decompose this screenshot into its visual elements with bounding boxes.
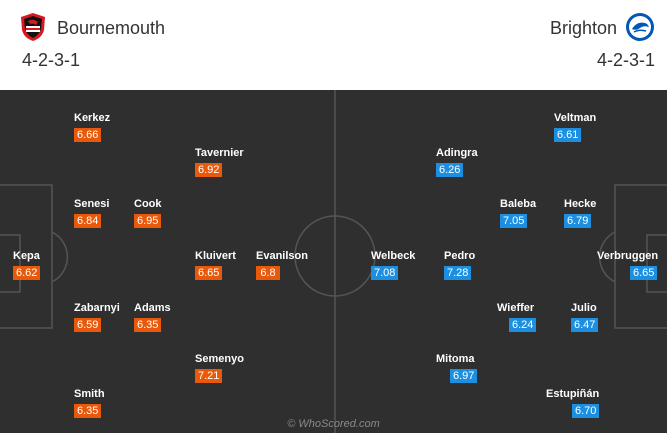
home-formation: 4-2-3-1: [22, 50, 81, 70]
match-header: Bournemouth 4-2-3-1 Brighton 4-2-3-1: [0, 0, 667, 90]
player-rating: 6.79: [564, 214, 592, 228]
player-away-adingra[interactable]: Adingra 6.26: [436, 147, 478, 178]
player-rating: 6.62: [13, 266, 41, 280]
player-rating: 6.47: [571, 318, 599, 332]
player-away-estupinan[interactable]: Estupiñán 6.70: [546, 388, 600, 419]
player-name: Smith: [74, 388, 105, 400]
player-rating: 6.95: [134, 214, 162, 228]
player-name: Mitoma: [436, 353, 475, 365]
player-rating: 6.97: [450, 369, 478, 383]
player-name: Baleba: [500, 198, 537, 210]
player-rating: 7.28: [444, 266, 472, 280]
player-home-kerkez[interactable]: Kerkez 6.66: [74, 112, 110, 143]
player-name: Evanilson: [256, 250, 308, 262]
player-name: Senesi: [74, 198, 110, 210]
player-home-zabarnyi[interactable]: Zabarnyi 6.59: [74, 302, 120, 333]
player-away-veltman[interactable]: Veltman 6.61: [554, 112, 596, 143]
player-home-tavernier[interactable]: Tavernier 6.92: [195, 147, 244, 178]
player-rating: 6.84: [74, 214, 102, 228]
player-rating: 6.35: [134, 318, 162, 332]
whoscored-watermark: © WhoScored.com: [287, 418, 380, 430]
home-team-name: Bournemouth: [57, 18, 166, 38]
player-name: Pedro: [444, 250, 476, 262]
player-home-cook[interactable]: Cook 6.95: [134, 198, 162, 229]
player-away-mitoma[interactable]: Mitoma 6.97: [436, 353, 478, 384]
player-name: Tavernier: [195, 147, 244, 159]
player-name: Adams: [134, 302, 171, 314]
player-rating: 6.70: [572, 404, 600, 418]
player-rating: 6.65: [630, 266, 658, 280]
player-rating: 6.61: [554, 128, 582, 142]
player-name: Julio: [571, 302, 597, 314]
player-home-adams[interactable]: Adams 6.35: [134, 302, 171, 333]
away-team-name: Brighton: [549, 18, 617, 38]
player-rating: 6.24: [509, 318, 537, 332]
player-name: Kepa: [13, 250, 40, 262]
player-name: Cook: [134, 198, 162, 210]
player-away-wieffer[interactable]: Wieffer 6.24: [497, 302, 537, 333]
player-home-semenyo[interactable]: Semenyo 7.21: [195, 353, 244, 384]
away-formation: 4-2-3-1: [596, 50, 655, 70]
bournemouth-crest-icon: [21, 13, 45, 41]
player-name: Adingra: [436, 147, 478, 159]
player-rating: 7.05: [500, 214, 528, 228]
player-home-kepa[interactable]: Kepa 6.62: [13, 250, 41, 281]
player-away-baleba[interactable]: Baleba 7.05: [500, 198, 536, 229]
player-name: Verbruggen: [597, 250, 659, 262]
player-home-evanilson[interactable]: Evanilson 6.8: [256, 250, 308, 281]
player-rating: 6.8: [256, 266, 280, 280]
pitch: Kerkez 6.66 Tavernier 6.92 Senesi 6.84 C…: [0, 90, 667, 433]
player-name: Zabarnyi: [74, 302, 120, 314]
pitch-lines: [0, 90, 667, 433]
player-rating: 6.26: [436, 163, 464, 177]
player-away-hecke[interactable]: Hecke 6.79: [564, 198, 596, 229]
player-name: Kerkez: [74, 112, 111, 124]
player-rating: 6.35: [74, 404, 102, 418]
brighton-crest-icon: [626, 13, 654, 41]
player-rating: 7.21: [195, 369, 223, 383]
player-rating: 6.59: [74, 318, 102, 332]
player-home-smith[interactable]: Smith 6.35: [74, 388, 105, 419]
player-home-kluivert[interactable]: Kluivert 6.65: [195, 250, 236, 281]
player-away-verbruggen[interactable]: Verbruggen 6.65: [597, 250, 658, 281]
player-name: Welbeck: [371, 250, 416, 262]
player-name: Hecke: [564, 198, 597, 210]
player-name: Kluivert: [195, 250, 236, 262]
player-name: Semenyo: [195, 353, 244, 365]
player-name: Veltman: [554, 112, 597, 124]
player-away-julio[interactable]: Julio 6.47: [571, 302, 599, 333]
player-home-senesi[interactable]: Senesi 6.84: [74, 198, 109, 229]
player-rating: 6.65: [195, 266, 223, 280]
player-away-pedro[interactable]: Pedro 7.28: [444, 250, 475, 281]
player-name: Estupiñán: [546, 388, 600, 400]
player-away-welbeck[interactable]: Welbeck 7.08: [371, 250, 415, 281]
player-rating: 6.92: [195, 163, 223, 177]
player-rating: 7.08: [371, 266, 399, 280]
player-name: Wieffer: [497, 302, 535, 314]
player-rating: 6.66: [74, 128, 102, 142]
